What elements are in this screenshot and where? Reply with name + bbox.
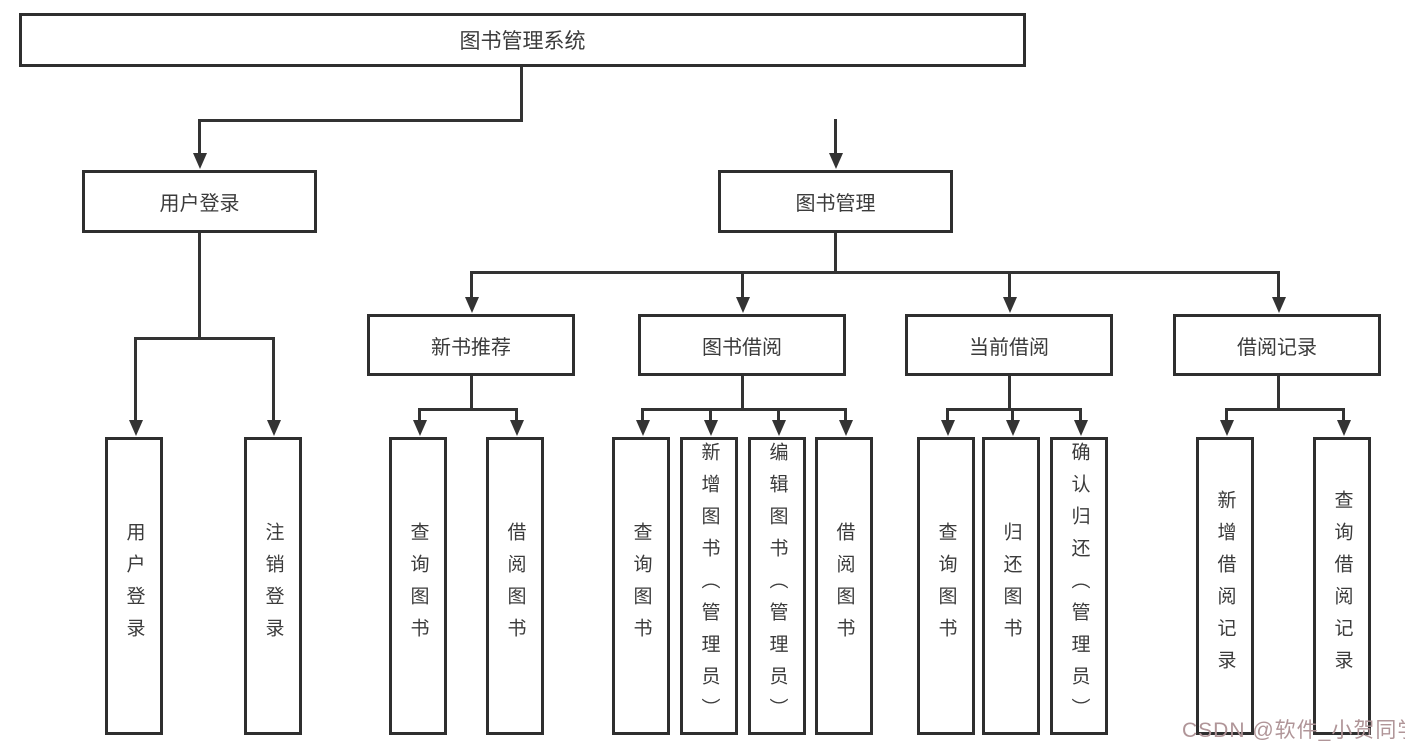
connector — [1277, 271, 1280, 299]
arrowhead-icon — [828, 153, 843, 169]
arrowhead-icon — [1073, 420, 1088, 436]
connector — [134, 337, 275, 340]
node-label: 借阅记录 — [1237, 336, 1317, 359]
connector — [1225, 408, 1343, 411]
arrowhead-icon — [1002, 297, 1017, 313]
arrowhead-icon — [1219, 420, 1234, 436]
connector — [777, 408, 780, 421]
leaf-return-books: 归还图书 — [982, 437, 1040, 735]
connector — [741, 271, 744, 299]
connector — [418, 408, 518, 411]
arrowhead-icon — [1336, 420, 1351, 436]
node-label: 归还图书 — [1000, 522, 1022, 650]
node-book-borrowing: 图书借阅 — [638, 314, 846, 376]
connector — [198, 119, 201, 154]
leaf-borrow-books-2: 借阅图书 — [815, 437, 873, 735]
connector — [520, 67, 523, 122]
node-label: 注销登录 — [262, 522, 284, 650]
leaf-add-books-admin: 新增图书（管理员） — [680, 437, 738, 735]
leaf-logout: 注销登录 — [244, 437, 302, 735]
connector — [470, 376, 473, 411]
leaf-query-books-3: 查询图书 — [917, 437, 975, 735]
connector — [1225, 408, 1228, 421]
arrowhead-icon — [940, 420, 955, 436]
node-label: 用户登录 — [123, 522, 145, 650]
connector — [1277, 376, 1280, 411]
connector — [134, 337, 137, 421]
node-library-management-system: 图书管理系统 — [19, 13, 1026, 67]
connector — [272, 337, 275, 421]
connector — [834, 119, 837, 154]
arrowhead-icon — [1005, 420, 1020, 436]
connector — [418, 408, 421, 421]
node-label: 确认归还（管理员） — [1068, 442, 1090, 730]
connector — [470, 271, 473, 299]
connector — [515, 408, 518, 421]
connector — [1342, 408, 1345, 421]
arrowhead-icon — [771, 420, 786, 436]
connector — [1008, 376, 1011, 411]
connector — [1079, 408, 1082, 421]
node-label: 当前借阅 — [969, 336, 1049, 359]
connector — [741, 376, 744, 411]
connector — [470, 271, 1280, 274]
connector — [1011, 408, 1014, 421]
node-label: 新增图书（管理员） — [698, 442, 720, 730]
arrowhead-icon — [735, 297, 750, 313]
node-book-management: 图书管理 — [718, 170, 953, 233]
node-label: 编辑图书（管理员） — [766, 442, 788, 730]
connector — [946, 408, 1082, 411]
node-label: 查询图书 — [407, 522, 429, 650]
node-label: 新书推荐 — [431, 336, 511, 359]
leaf-confirm-return-admin: 确认归还（管理员） — [1050, 437, 1108, 735]
arrowhead-icon — [412, 420, 427, 436]
node-label: 查询图书 — [935, 522, 957, 650]
node-current-borrowing: 当前借阅 — [905, 314, 1113, 376]
node-label: 图书管理 — [795, 193, 876, 215]
node-label: 借阅图书 — [504, 522, 526, 650]
leaf-add-borrow-record: 新增借阅记录 — [1196, 437, 1254, 735]
node-new-book-recommend: 新书推荐 — [367, 314, 575, 376]
leaf-edit-books-admin: 编辑图书（管理员） — [748, 437, 806, 735]
node-label: 新增借阅记录 — [1214, 490, 1236, 682]
node-label: 图书借阅 — [702, 336, 782, 359]
leaf-user-login: 用户登录 — [105, 437, 163, 735]
leaf-query-borrow-record: 查询借阅记录 — [1313, 437, 1371, 735]
leaf-query-books-2: 查询图书 — [612, 437, 670, 735]
arrowhead-icon — [509, 420, 524, 436]
connector — [641, 408, 845, 411]
connector — [709, 408, 712, 421]
arrowhead-icon — [703, 420, 718, 436]
connector — [641, 408, 644, 421]
arrowhead-icon — [266, 420, 281, 436]
connector — [198, 119, 523, 122]
arrowhead-icon — [464, 297, 479, 313]
node-label: 查询图书 — [630, 522, 652, 650]
connector — [844, 408, 847, 421]
connector — [198, 233, 201, 340]
node-borrowing-records: 借阅记录 — [1173, 314, 1381, 376]
node-label: 用户登录 — [159, 193, 240, 215]
node-label: 借阅图书 — [833, 522, 855, 650]
leaf-query-books-1: 查询图书 — [389, 437, 447, 735]
arrowhead-icon — [838, 420, 853, 436]
connector — [834, 233, 837, 273]
connector — [946, 408, 949, 421]
arrowhead-icon — [192, 153, 207, 169]
arrowhead-icon — [1271, 297, 1286, 313]
csdn-watermark: CSDN @软件_小贺同学 — [1182, 719, 1405, 742]
arrowhead-icon — [635, 420, 650, 436]
leaf-borrow-books-1: 借阅图书 — [486, 437, 544, 735]
arrowhead-icon — [128, 420, 143, 436]
node-user-login: 用户登录 — [82, 170, 317, 233]
node-label: 查询借阅记录 — [1331, 490, 1353, 682]
node-label: 图书管理系统 — [459, 30, 586, 53]
connector — [1008, 271, 1011, 299]
